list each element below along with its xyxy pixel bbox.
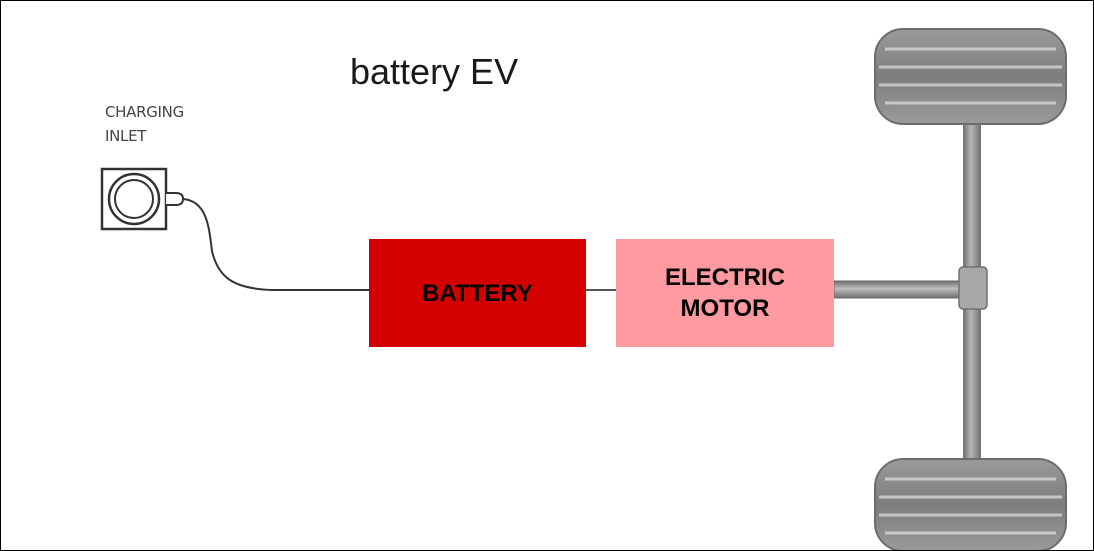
cable-icon bbox=[182, 198, 369, 291]
motor-label-line2: MOTOR bbox=[680, 295, 770, 322]
motor-label-line1: ELECTRIC bbox=[665, 264, 785, 291]
tire-icon bbox=[874, 28, 1067, 125]
drive-shaft bbox=[833, 280, 967, 299]
tire-icon bbox=[874, 458, 1067, 550]
differential bbox=[958, 266, 988, 310]
electric-motor-block: ELECTRIC MOTOR bbox=[616, 239, 834, 347]
battery-block: BATTERY bbox=[369, 239, 586, 347]
diagram-title: battery EV bbox=[350, 51, 519, 92]
charging-inlet-label-line1: CHARGING bbox=[105, 103, 184, 121]
charging-inlet-label-line2: INLET bbox=[105, 127, 147, 145]
battery-label: BATTERY bbox=[422, 279, 533, 307]
charging-inlet-icon bbox=[100, 167, 185, 231]
